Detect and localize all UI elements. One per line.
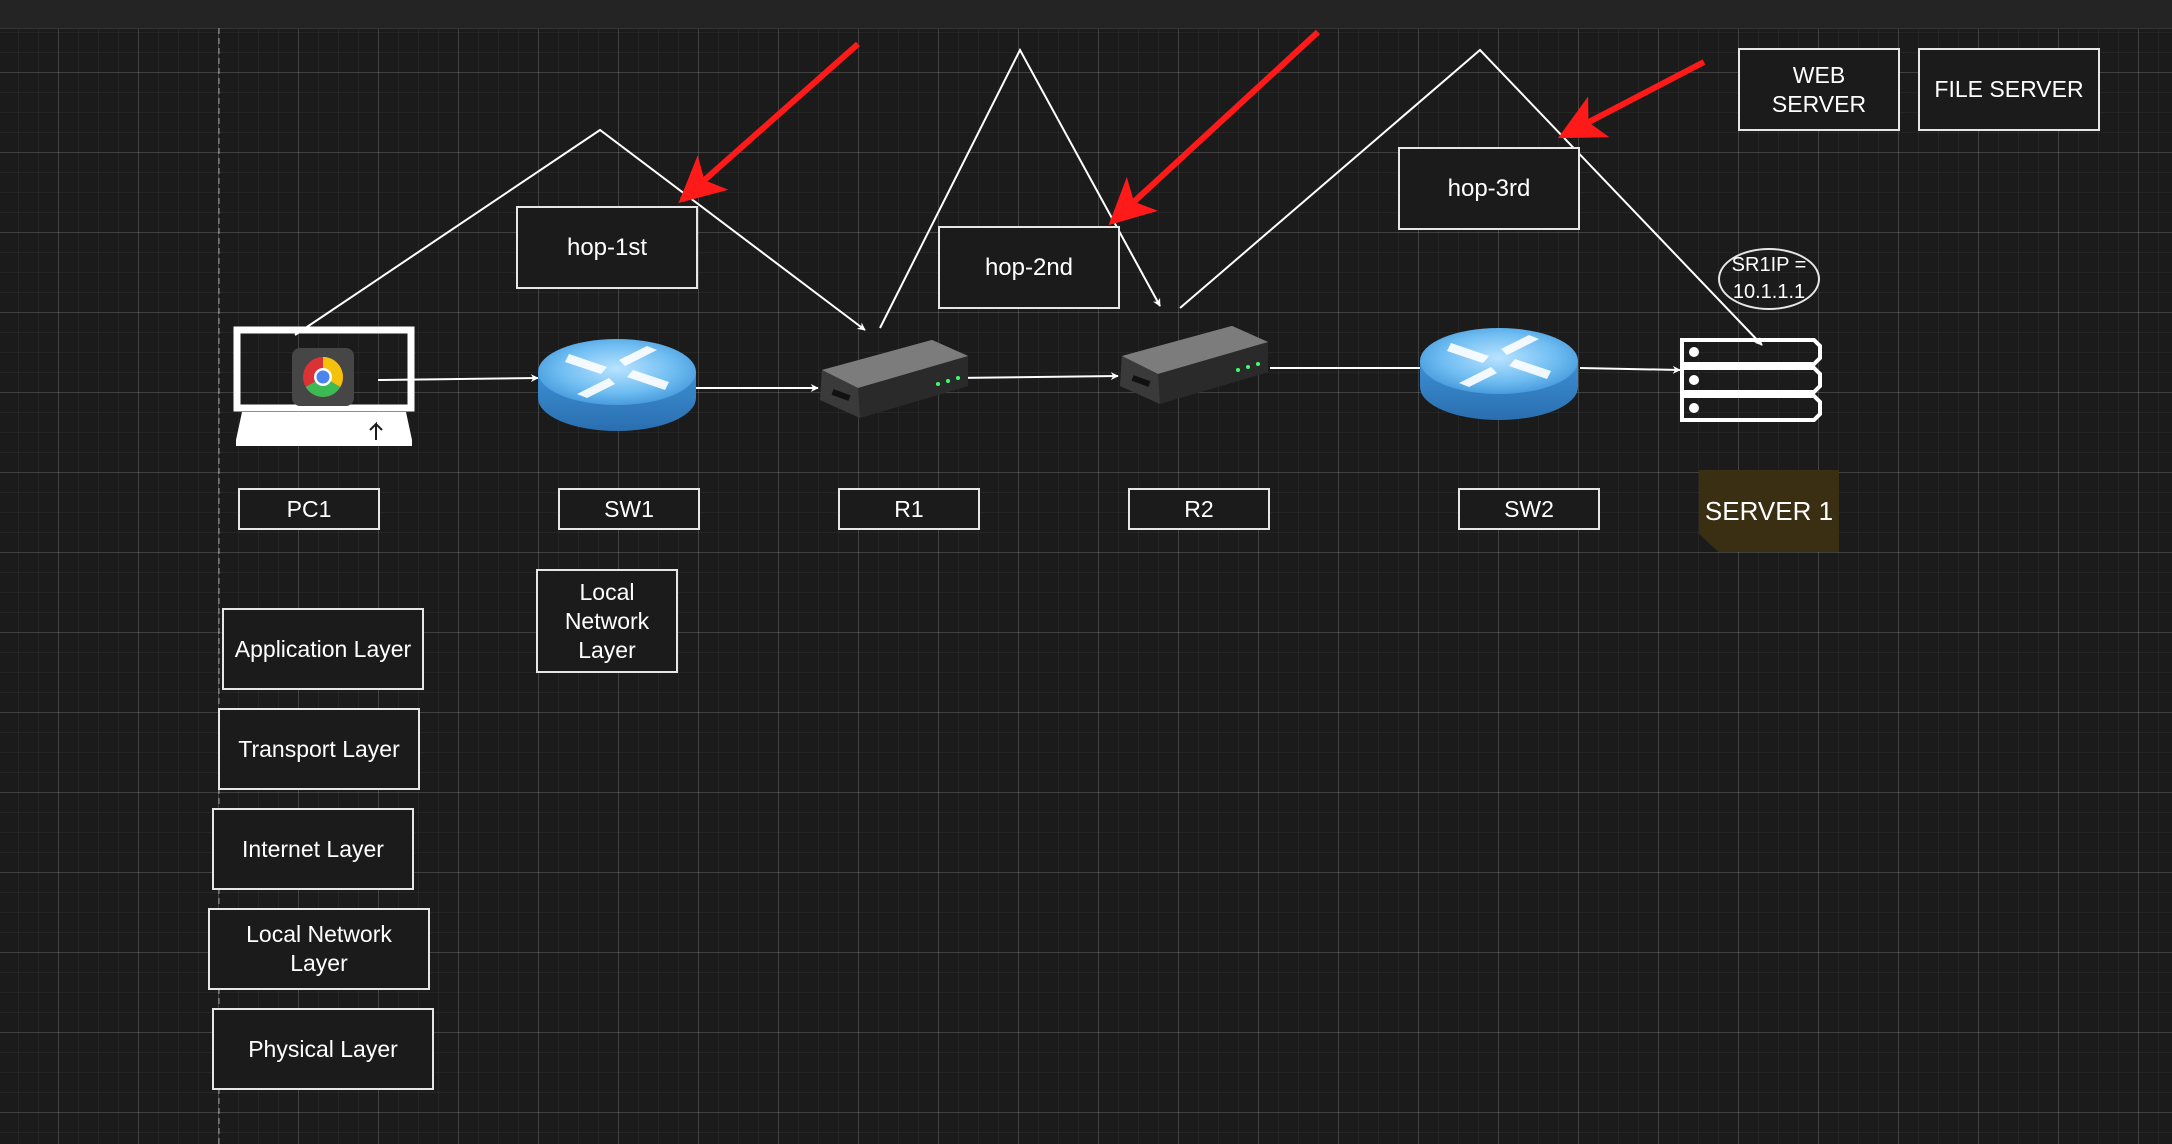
server-ip-line2: 10.1.1.1 <box>1732 281 1806 303</box>
router-icon[interactable] <box>1120 326 1268 404</box>
top-toolbar <box>0 0 2172 29</box>
hop-path-1 <box>294 128 866 336</box>
sw1-label[interactable]: SW1 <box>558 488 700 530</box>
rack-server-icon[interactable] <box>1680 338 1822 422</box>
application-layer-box[interactable]: Application Layer <box>222 608 424 690</box>
web-server-box[interactable]: WEB SERVER <box>1738 48 1900 131</box>
web-server-label-line1: WEB <box>1792 61 1846 88</box>
local-network-layer-line2: Layer <box>290 950 348 976</box>
sw1-layer-line1: Local <box>579 578 635 605</box>
internet-layer-box[interactable]: Internet Layer <box>212 808 414 890</box>
transport-layer-box[interactable]: Transport Layer <box>218 708 420 790</box>
hop-1st-label[interactable]: hop-1st <box>516 206 698 289</box>
red-arrow-hop-3 <box>1557 59 1706 139</box>
server-1-note[interactable]: SERVER 1 <box>1699 470 1839 552</box>
local-network-layer-box[interactable]: Local Network Layer <box>208 908 430 990</box>
network-switch-icon[interactable] <box>1420 328 1578 420</box>
server-ip-ellipse[interactable]: SR1IP = 10.1.1.1 <box>1718 248 1820 310</box>
router-icon[interactable] <box>820 340 968 418</box>
hop-2nd-label[interactable]: hop-2nd <box>938 226 1120 309</box>
pc1-label[interactable]: PC1 <box>238 488 380 530</box>
link-r1-r2 <box>954 372 1119 381</box>
sw1-layer-line2: Network <box>564 607 650 634</box>
network-switch-icon[interactable] <box>538 339 696 431</box>
physical-layer-box[interactable]: Physical Layer <box>212 1008 434 1090</box>
r2-label[interactable]: R2 <box>1128 488 1270 530</box>
red-arrow-hop-2 <box>1108 29 1321 226</box>
sw1-layer-box[interactable]: Local Network Layer <box>536 569 678 673</box>
red-arrow-hop-1 <box>678 41 860 204</box>
vertical-guide-line <box>218 28 220 1144</box>
hop-path-3 <box>1179 48 1763 346</box>
local-network-layer-line1: Local Network <box>246 921 392 947</box>
r1-label[interactable]: R1 <box>838 488 980 530</box>
server-ip-line1: SR1IP = <box>1731 254 1807 276</box>
sw2-label[interactable]: SW2 <box>1458 488 1600 530</box>
sw1-layer-line3: Layer <box>578 636 636 663</box>
link-sw2-server1 <box>1579 365 1681 374</box>
file-server-box[interactable]: FILE SERVER <box>1918 48 2100 131</box>
link-pc1-sw1 <box>377 374 539 383</box>
laptop-chrome-icon[interactable] <box>233 326 415 446</box>
hop-3rd-label[interactable]: hop-3rd <box>1398 147 1580 230</box>
web-server-label-line2: SERVER <box>1771 90 1867 117</box>
